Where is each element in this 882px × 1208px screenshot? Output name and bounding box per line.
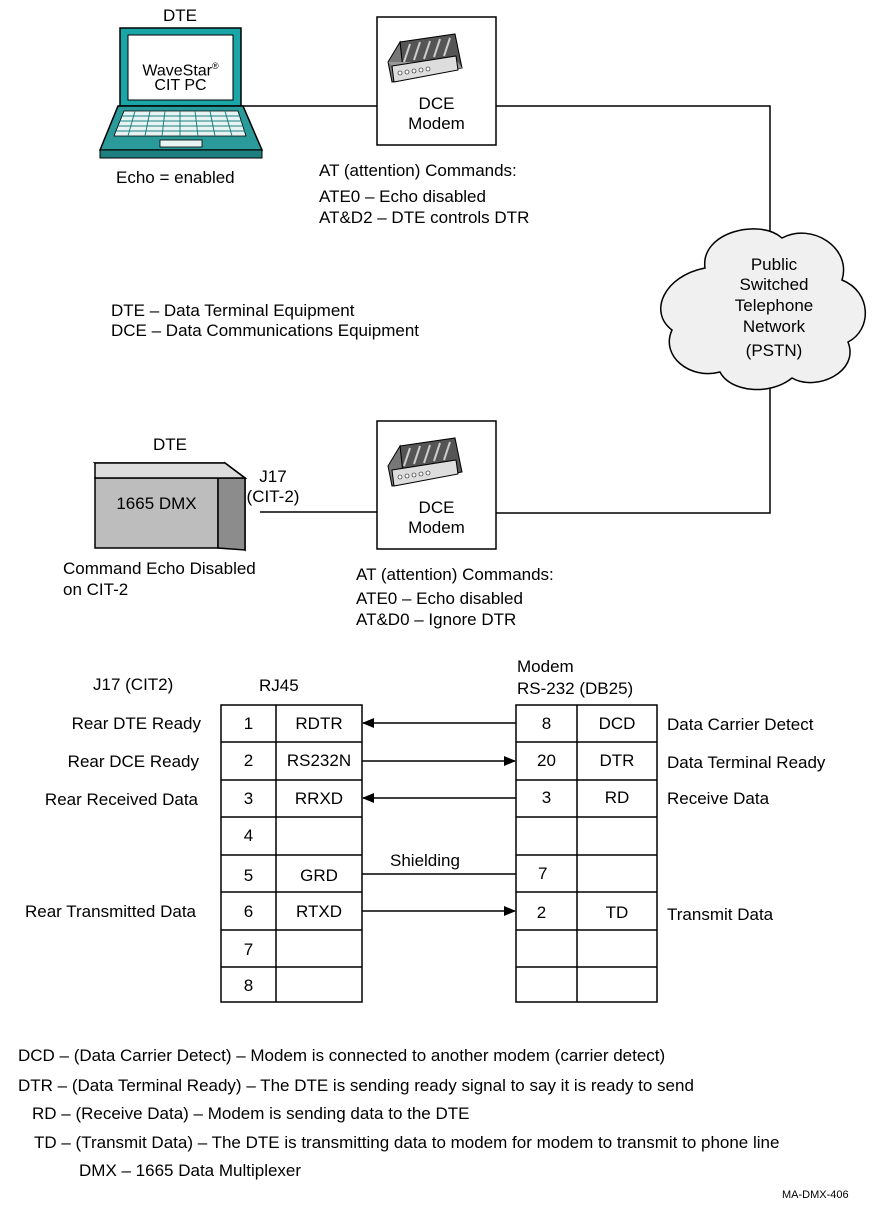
port-label-line2: (CIT-2)	[246, 487, 300, 506]
bottom-echo-line1: Command Echo Disabled	[63, 559, 256, 578]
rj45-pin-row4: 4	[243, 826, 254, 845]
left-desc-row2: Rear DCE Ready	[67, 752, 199, 771]
legend-dmx: DMX – 1665 Data Multiplexer	[79, 1161, 302, 1180]
db25-pin-row1: 8	[541, 714, 552, 733]
top-modem-box	[376, 16, 497, 146]
cloud-line5: (PSTN)	[745, 341, 803, 360]
figure-id: MA-DMX-406	[782, 1189, 849, 1201]
cloud-line3: Telephone	[734, 296, 814, 315]
cloud-line1: Public	[750, 255, 798, 274]
pstn-cloud	[660, 228, 866, 391]
top-dte-label: DTE	[163, 6, 197, 25]
db25-pin-row2: 20	[537, 751, 556, 770]
cloud-line4: Network	[742, 317, 806, 336]
rj45-table-grid	[220, 704, 363, 1003]
pc-brand: WaveStar®	[142, 61, 219, 80]
definition-dte: DTE – Data Terminal Equipment	[111, 301, 355, 320]
right-desc-row2: Data Terminal Ready	[667, 753, 826, 772]
top-modem-line1: DCE	[418, 94, 455, 113]
left-desc-row6: Rear Transmitted Data	[24, 902, 196, 921]
db25-signal-row1: DCD	[598, 714, 636, 733]
port-label-line1: J17	[259, 467, 287, 486]
rj45-signal-row2: RS232N	[286, 751, 352, 770]
shielding-label: Shielding	[390, 851, 460, 870]
db25-table-grid	[515, 704, 658, 1003]
laptop-icon	[98, 27, 264, 159]
rj45-pin-row8: 8	[243, 976, 254, 995]
right-desc-row6: Transmit Data	[667, 905, 774, 924]
left-desc-row1: Rear DTE Ready	[71, 714, 201, 733]
bottom-at-cmd1: ATE0 – Echo disabled	[356, 589, 523, 608]
db25-signal-row2: DTR	[599, 751, 635, 770]
db25-signal-row3: RD	[604, 788, 630, 807]
rj45-pin-row3: 3	[243, 789, 254, 808]
rj45-pin-row7: 7	[243, 940, 254, 959]
dmx-box-label: 1665 DMX	[116, 494, 197, 513]
bottom-dte-label: DTE	[153, 435, 187, 454]
bottom-at-title: AT (attention) Commands:	[356, 565, 554, 584]
db25-signal-row6: TD	[605, 903, 629, 922]
top-modem-line2: Modem	[408, 114, 465, 133]
bottom-modem-line1: DCE	[418, 498, 455, 517]
legend-dtr: DTR – (Data Terminal Ready) – The DTE is…	[18, 1076, 694, 1095]
top-at-title: AT (attention) Commands:	[319, 161, 517, 180]
definition-dce: DCE – Data Communications Equipment	[111, 321, 420, 340]
bottom-modem-box	[376, 420, 497, 550]
rj45-signal-row1: RDTR	[295, 714, 343, 733]
top-at-cmd2: AT&D2 – DTE controls DTR	[319, 208, 530, 227]
bottom-echo-line2: on CIT-2	[63, 580, 129, 599]
bottom-modem-line2: Modem	[408, 518, 465, 537]
legend-rd: RD – (Receive Data) – Modem is sending d…	[32, 1104, 470, 1123]
legend-td: TD – (Transmit Data) – The DTE is transm…	[34, 1133, 780, 1152]
rj45-signal-row3: RRXD	[294, 789, 344, 808]
pinout-left-header: J17 (CIT2)	[93, 675, 174, 694]
pinout-modem-header-line1: Modem	[517, 657, 574, 676]
pinout-rj45-header: RJ45	[259, 676, 299, 695]
rj45-pin-row2: 2	[243, 751, 254, 770]
rj45-signal-row6: RTXD	[296, 902, 342, 921]
db25-pin-row6: 2	[536, 903, 547, 922]
right-desc-row3: Receive Data	[667, 789, 770, 808]
pinout-modem-header-line2: RS-232 (DB25)	[517, 679, 634, 698]
right-desc-row1: Data Carrier Detect	[667, 715, 814, 734]
rj45-pin-row5: 5	[243, 866, 254, 885]
top-echo-note: Echo = enabled	[116, 168, 235, 187]
pc-model: CIT PC	[154, 77, 207, 94]
top-at-cmd1: ATE0 – Echo disabled	[319, 187, 486, 206]
left-desc-row3: Rear Received Data	[44, 790, 198, 809]
bottom-at-cmd2: AT&D0 – Ignore DTR	[356, 610, 517, 629]
legend-dcd: DCD – (Data Carrier Detect) – Modem is c…	[18, 1046, 666, 1065]
dmx-box-icon	[92, 461, 248, 552]
signal-wires	[362, 718, 516, 916]
rj45-pin-row6: 6	[243, 902, 254, 921]
rj45-signal-row5: GRD	[300, 866, 338, 885]
db25-pin-row5: 7	[538, 864, 548, 883]
rj45-pin-row1: 1	[243, 714, 254, 733]
db25-pin-row3: 3	[541, 788, 552, 807]
top-connections	[236, 105, 771, 514]
cloud-line2: Switched	[739, 275, 809, 294]
